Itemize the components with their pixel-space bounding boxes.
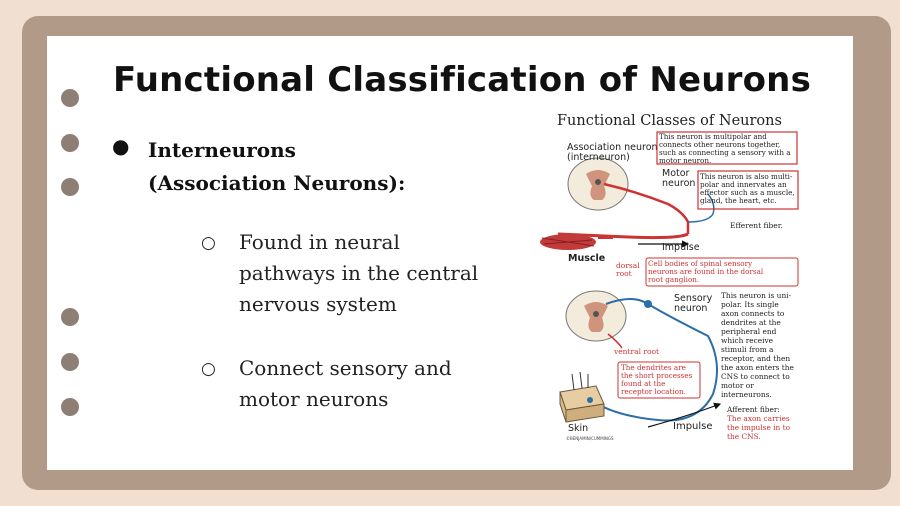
association-label: Association neuron xyxy=(567,142,658,153)
bullet-heading: Interneurons (Association Neurons): xyxy=(148,134,448,200)
frame-tab xyxy=(851,30,891,180)
spinal-cord-upper xyxy=(567,157,629,211)
skin-label: Skin xyxy=(568,423,588,434)
afferent-label: Afferent fiber: xyxy=(726,405,780,414)
motor-note: This neuron is also multi- polar and inn… xyxy=(700,172,797,205)
diagram-title: Functional Classes of Neurons xyxy=(557,113,782,129)
sensory-label: neuron xyxy=(674,303,707,314)
binder-hole xyxy=(61,398,79,416)
dendrite-note: The dendrites are the short processes fo… xyxy=(621,363,695,396)
ganglion-note-box xyxy=(645,257,799,287)
binder-hole xyxy=(61,353,79,371)
point-line: Connect sensory and xyxy=(239,356,452,380)
heading-line: Interneurons xyxy=(148,138,296,162)
point-text: Found in neural pathways in the central … xyxy=(239,227,529,320)
assoc-note: This neuron is multipolar and connects o… xyxy=(659,132,793,165)
point-text: Connect sensory and motor neurons xyxy=(239,353,529,415)
bullet-dot: ● xyxy=(112,134,130,158)
impulse-label: Impulse xyxy=(662,242,700,253)
assoc-note-box xyxy=(656,131,798,165)
muscle-label: Muscle xyxy=(568,253,605,264)
sub-bullet-circle: ○ xyxy=(201,233,216,253)
sensory-label: Sensory xyxy=(674,293,713,304)
spinal-cord-lower xyxy=(565,290,627,342)
copyright-text: ©BENJAMIN/CUMMINGS xyxy=(566,436,614,441)
dorsal-root-label: root xyxy=(616,269,632,278)
afferent-note: The axon carries the impulse in to the C… xyxy=(727,414,792,441)
dendrite-note-box xyxy=(617,361,701,399)
motor-note-box xyxy=(697,170,799,210)
ganglion-note: Cell bodies of spinal sensory neurons ar… xyxy=(648,259,765,284)
point-line: Found in neural xyxy=(239,230,400,254)
slide-title: Functional Classification of Neurons xyxy=(113,60,812,100)
ventral-root-label: ventral root xyxy=(613,347,659,356)
binder-hole xyxy=(61,134,79,152)
binder-hole xyxy=(61,178,79,196)
binder-hole xyxy=(61,89,79,107)
motor-label: Motor xyxy=(662,168,690,179)
impulse-label: Impulse xyxy=(673,421,713,432)
point-line: pathways in the central xyxy=(239,261,479,285)
muscle-illustration xyxy=(540,234,596,250)
heading-line: (Association Neurons): xyxy=(148,171,406,195)
binder-hole xyxy=(61,308,79,326)
neuron-diagram: Functional Classes of Neurons Associatio… xyxy=(538,104,800,450)
efferent-label: Efferent fiber. xyxy=(730,221,783,230)
sub-bullet-circle: ○ xyxy=(201,359,216,379)
motor-label: neuron xyxy=(662,178,695,189)
dorsal-root-label: dorsal xyxy=(616,261,640,270)
skin-illustration xyxy=(559,371,605,423)
association-label: (interneuron) xyxy=(567,152,630,163)
point-line: motor neurons xyxy=(239,387,389,411)
sensory-note: This neuron is uni- polar. Its single ax… xyxy=(721,291,796,399)
point-line: nervous system xyxy=(239,292,397,316)
